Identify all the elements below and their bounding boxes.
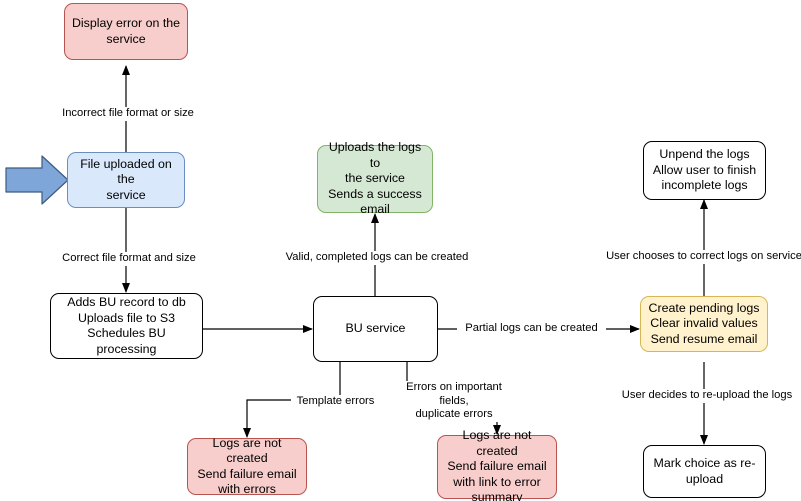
node-adds-bu-record[interactable]: Adds BU record to db Uploads file to S3 … xyxy=(50,293,203,359)
node-logs-not-created-template[interactable]: Logs are not created Send failure email … xyxy=(187,436,307,496)
edge-label-errors-important-fields: Errors on important fields, duplicate er… xyxy=(392,381,516,422)
edge-label-template-errors: Template errors xyxy=(291,395,380,409)
edge-label-incorrect-file-format: Incorrect file format or size xyxy=(56,107,200,121)
edge-label-user-reuploads-logs: User decides to re-upload the logs xyxy=(617,389,797,403)
node-mark-choice-reupload[interactable]: Mark choice as re- upload xyxy=(643,445,766,498)
node-file-uploaded[interactable]: File uploaded on the service xyxy=(67,152,185,208)
node-unpend-logs[interactable]: Unpend the logs Allow user to finish inc… xyxy=(643,141,766,200)
edge-label-user-corrects-logs: User chooses to correct logs on service xyxy=(603,250,801,264)
node-create-pending-logs[interactable]: Create pending logs Clear invalid values… xyxy=(640,296,768,352)
node-logs-not-created-fields[interactable]: Logs are not created Send failure email … xyxy=(437,428,557,501)
edge-label-partial-logs: Partial logs can be created xyxy=(457,322,606,336)
node-bu-service[interactable]: BU service xyxy=(313,296,438,362)
edge-label-correct-file-format: Correct file format and size xyxy=(57,252,201,266)
node-display-error[interactable]: Display error on the service xyxy=(64,3,188,60)
start-block-arrow-icon xyxy=(5,155,69,205)
edge-label-valid-completed-logs: Valid, completed logs can be created xyxy=(280,251,474,265)
node-uploads-logs[interactable]: Uploads the logs to the service Sends a … xyxy=(317,140,433,216)
